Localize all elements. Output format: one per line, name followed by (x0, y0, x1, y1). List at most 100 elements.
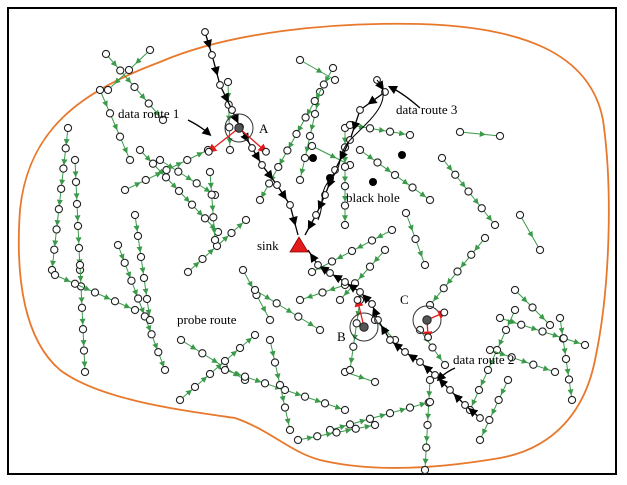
probe-arrow (103, 294, 111, 300)
sensor-node (141, 175, 150, 185)
sensor-node (340, 201, 350, 210)
probe-arrow (446, 277, 454, 285)
sensor-node (293, 435, 303, 445)
detection-ring (224, 113, 254, 143)
sensor-node (275, 380, 285, 390)
probe-arrow (279, 158, 285, 165)
sensor-node (210, 235, 220, 245)
probe-arrow (203, 186, 211, 193)
sensor-node (264, 179, 274, 188)
probe-route (510, 285, 555, 330)
sensor-node (238, 265, 248, 275)
probe-arrow (433, 294, 440, 302)
sensor-node (312, 211, 320, 219)
sensor-node (225, 123, 234, 132)
sensor-node (198, 254, 207, 264)
sensor-node (380, 245, 390, 255)
sensor-node (155, 155, 165, 165)
sensor-node (205, 369, 215, 379)
probe-route (75, 260, 90, 377)
sensor-node (209, 213, 218, 222)
sensor-node (110, 297, 120, 306)
sensor-node (365, 262, 375, 271)
sensor-node (90, 288, 100, 297)
data-routes (201, 28, 484, 422)
probe-arrow (261, 191, 267, 198)
probe-arrow (118, 253, 125, 261)
sensor-node (187, 200, 197, 209)
sensor-node (207, 190, 216, 199)
sensor-node (52, 225, 61, 234)
probe-route (101, 49, 168, 125)
probe-routes (47, 45, 590, 475)
sensor-node (255, 195, 265, 205)
sensor-node (411, 234, 420, 244)
sensor-node (120, 258, 129, 268)
sensor-node (183, 155, 192, 165)
sensor-node (340, 405, 350, 415)
sensor-node (320, 399, 330, 408)
sensor-node (345, 120, 355, 130)
probe-arrow (399, 407, 406, 414)
sensor-node (50, 245, 59, 254)
probe-route (205, 167, 220, 245)
probe-arrow (254, 377, 262, 384)
sensor-node (241, 215, 251, 225)
probe-route (345, 120, 415, 140)
sensor-node (286, 201, 294, 209)
sensor-node (385, 409, 395, 418)
probe-arrow (285, 307, 293, 314)
sensor-node (248, 144, 256, 152)
sensor-node (250, 330, 260, 340)
sensor-node (295, 295, 305, 305)
probe-route (345, 295, 365, 375)
probe-arrow (170, 182, 177, 189)
sensor-node (56, 184, 66, 194)
sensor-node (272, 299, 281, 308)
probe-arrow (480, 379, 487, 386)
data-arrow (263, 169, 273, 180)
sensor-node (162, 165, 171, 175)
sensor-node (550, 367, 560, 377)
probe-arrow (183, 195, 190, 203)
sensor-node (228, 106, 236, 114)
sensor-node (130, 305, 140, 315)
sensor-node (213, 227, 223, 237)
probe-arrow (102, 100, 108, 107)
probe-route (295, 55, 340, 85)
probe-arrow (376, 232, 384, 239)
data-arrow (351, 120, 361, 131)
probe-route (255, 63, 338, 205)
sensor-node (120, 185, 130, 195)
sensor-node (176, 335, 186, 345)
probe-route (555, 313, 577, 405)
sensor-node (113, 240, 123, 250)
data-arrow (381, 325, 390, 336)
sensor-node (475, 435, 485, 445)
sensor-node (561, 354, 571, 364)
sensor-node (431, 371, 439, 379)
sensor-node (142, 294, 152, 304)
probe-arrow (185, 174, 193, 181)
sensor-node (349, 342, 358, 351)
probe-arrow (122, 146, 128, 154)
sensor-node (420, 465, 430, 475)
sensor-node (216, 81, 224, 89)
sensor-node (373, 158, 382, 167)
sensor-node (328, 63, 338, 73)
sensor-node (205, 167, 215, 177)
data-arrow (220, 92, 229, 103)
sensor-node (61, 144, 70, 153)
sensor-node (295, 175, 305, 185)
sensor-node (529, 360, 538, 369)
sensor-node (314, 261, 322, 269)
sensor-node (274, 162, 283, 172)
sensor-node (345, 365, 355, 375)
sensor-node (353, 296, 362, 304)
sensor-node (270, 358, 280, 367)
sensor-node (405, 403, 415, 412)
probe-arrow (373, 255, 381, 263)
data-arrow (423, 364, 434, 375)
sensor-node (235, 343, 245, 353)
